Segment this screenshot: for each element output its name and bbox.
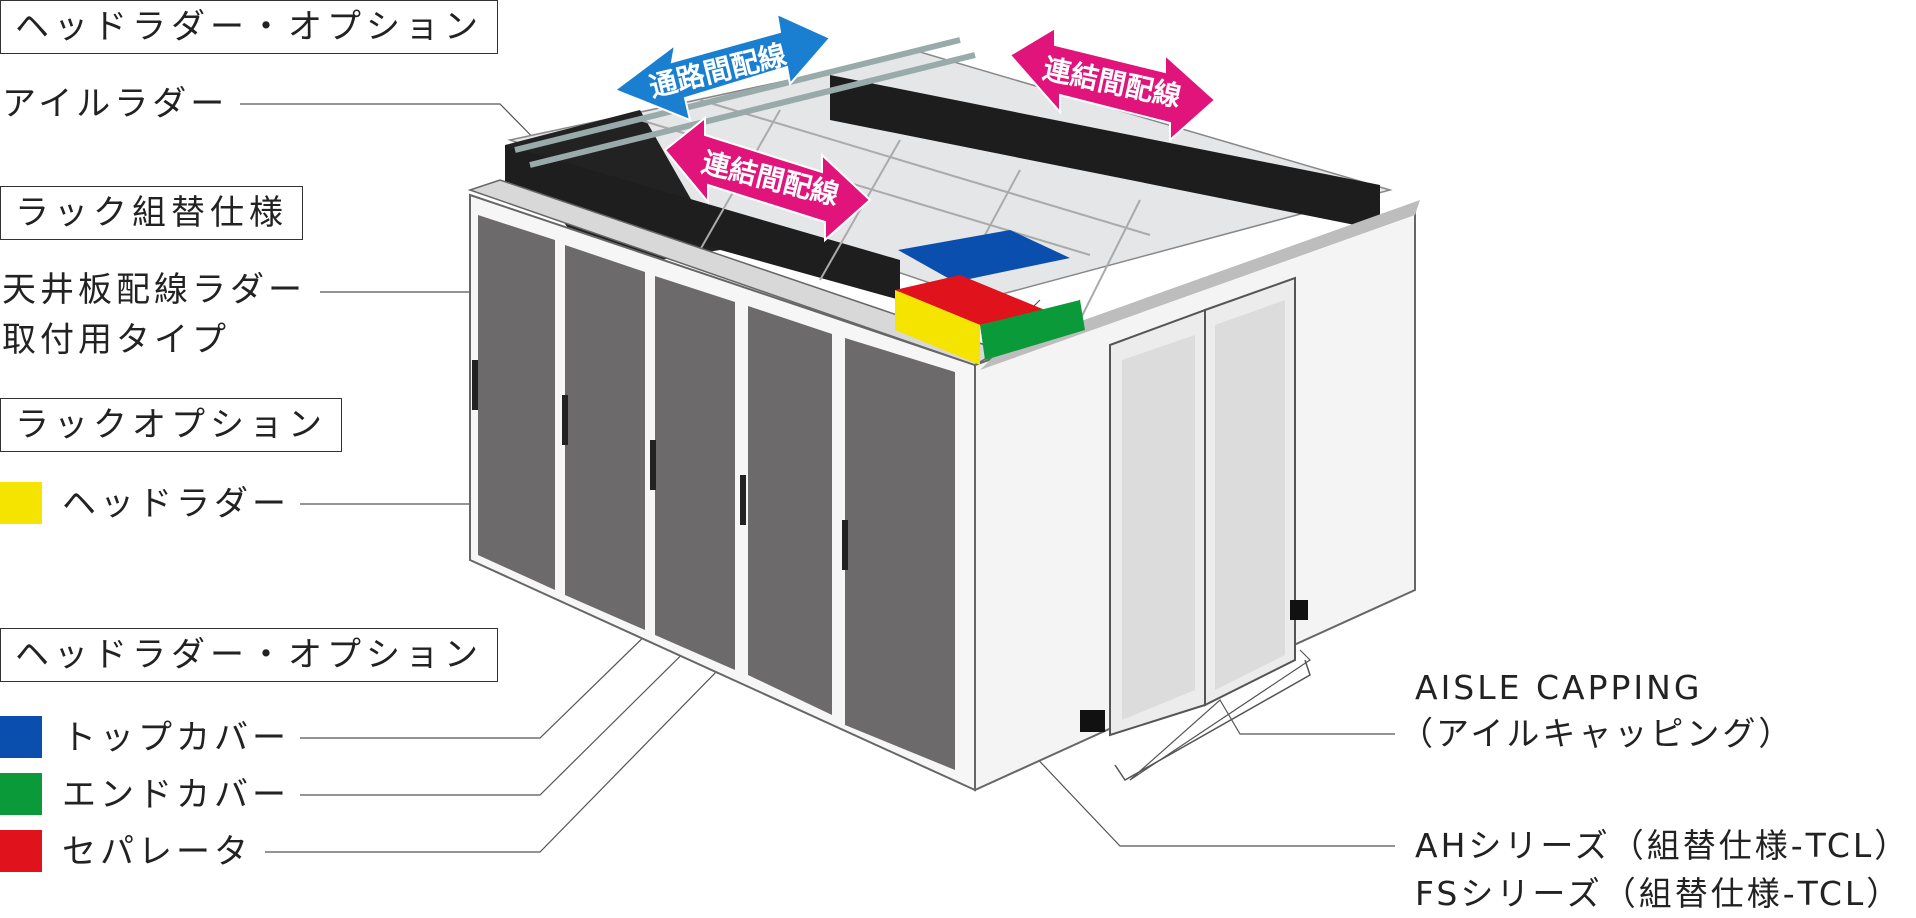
group4-title: ヘッドラダー・オプション [0,628,498,682]
ceiling-ladder-line1: 天井板配線ラダー [2,270,306,310]
series-ah: AHシリーズ（組替仕様-TCL） [1415,826,1911,865]
group1-title: ヘッドラダー・オプション [0,0,498,54]
end-cover-swatch [0,773,42,815]
ceiling-ladder-line2: 取付用タイプ [2,320,230,360]
series-fs: FSシリーズ（組替仕様-TCL） [1415,874,1903,913]
top-cover-swatch [0,716,42,758]
aisle-capping-bracket [1114,659,1311,781]
end-wall-and-doors [974,200,1420,792]
head-ladder-option-block [895,230,1085,365]
aisle-capping-jp: （アイルキャッピング） [1400,714,1795,753]
head-ladder-swatch [0,482,42,524]
head-ladder-label: ヘッドラダー [62,484,290,524]
group3-title: ラックオプション [0,398,342,452]
aisle-ladder-label: アイルラダー [2,84,229,124]
end-cover-label: エンドカバー [62,775,290,815]
group2-title: ラック組替仕様 [0,186,303,240]
top-cover-label: トップカバー [62,718,290,758]
aisle-capping-en: AISLE CAPPING [1415,668,1703,707]
separator-label: セパレータ [62,832,252,872]
separator-swatch [0,830,42,872]
aisle-ladder-rails [514,37,976,168]
